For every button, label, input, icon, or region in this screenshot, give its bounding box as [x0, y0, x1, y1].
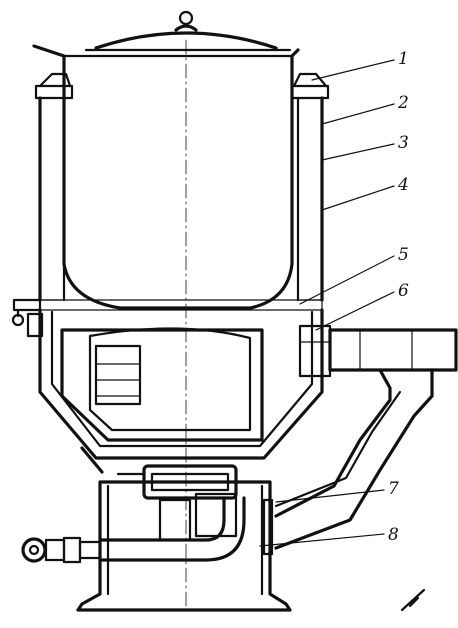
callout-5: 5: [398, 245, 409, 265]
heating-chamber: [60, 327, 264, 442]
scribble-mark: [400, 588, 426, 612]
callout-labels: 1 2 3 4 5 6 7 8: [388, 49, 409, 545]
callout-4: 4: [397, 175, 409, 195]
drain-valve-stem: [80, 446, 104, 474]
gas-valve: [21, 536, 102, 564]
inner-cooking-vessel: [32, 44, 300, 310]
insulated-wall-left: [38, 96, 66, 302]
firebox-housing: [38, 308, 324, 460]
insulated-wall-right: [296, 96, 324, 302]
burner-head: [116, 464, 238, 500]
leader-lines: [259, 59, 395, 547]
exhaust-duct: [274, 368, 434, 550]
callout-8: 8: [388, 525, 399, 545]
burner-base: [76, 480, 292, 612]
drain-tap: [11, 298, 44, 338]
callout-7: 7: [388, 479, 399, 499]
outer-rim-caps: [34, 72, 330, 100]
lid: [84, 10, 292, 52]
flue-outlet: [298, 324, 458, 378]
callout-1: 1: [398, 49, 409, 69]
callout-3: 3: [398, 133, 409, 153]
callout-2: 2: [397, 93, 409, 113]
callout-6: 6: [398, 281, 409, 301]
gas-supply-pipe: [98, 492, 246, 562]
